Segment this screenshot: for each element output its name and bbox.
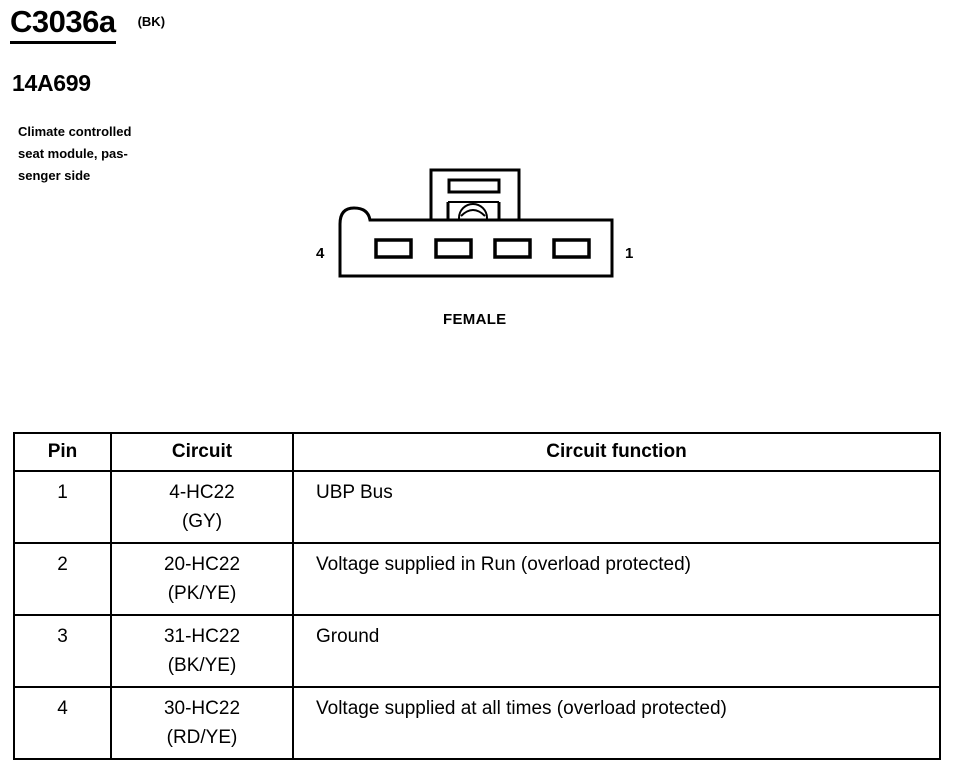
cell-circuit: 20-HC22 (PK/YE)	[110, 542, 294, 616]
connector-header: C3036a (BK)	[10, 4, 165, 44]
circuit-wire-color: (BK/YE)	[167, 655, 237, 676]
cell-circuit-function: Ground	[292, 614, 941, 688]
table-row: 4 30-HC22 (RD/YE) Voltage supplied at al…	[13, 686, 941, 760]
connector-id: C3036a	[10, 4, 116, 44]
connector-description: Climate controlled seat module, pas- sen…	[18, 121, 178, 187]
cell-circuit: 31-HC22 (BK/YE)	[110, 614, 294, 688]
connector-color-code: (BK)	[137, 14, 166, 29]
header-circuit: Circuit	[110, 432, 294, 472]
circuit-wire-color: (GY)	[181, 511, 223, 532]
connector-face-diagram: 4 1	[316, 168, 633, 278]
table-row: 1 4-HC22 (GY) UBP Bus	[13, 470, 941, 544]
pin-number-left: 4	[316, 245, 325, 262]
circuit-name: 4-HC22	[169, 482, 235, 503]
cell-circuit-function: Voltage supplied in Run (overload protec…	[292, 542, 941, 616]
header-circuit-function: Circuit function	[292, 432, 941, 472]
table-row: 3 31-HC22 (BK/YE) Ground	[13, 614, 941, 688]
cell-circuit-function: Voltage supplied at all times (overload …	[292, 686, 941, 760]
circuit-name: 30-HC22	[163, 698, 241, 719]
header-pin: Pin	[13, 432, 112, 472]
description-line: Climate controlled	[18, 124, 132, 139]
pin-cavity-3	[434, 238, 473, 259]
circuit-name: 31-HC22	[163, 626, 241, 647]
cell-pin: 2	[13, 542, 112, 616]
description-line: seat module, pas-	[18, 146, 128, 161]
cell-circuit-function: UBP Bus	[292, 470, 941, 544]
connector-body	[338, 206, 614, 278]
pin-table: Pin Circuit Circuit function 1 4-HC22 (G…	[13, 432, 941, 760]
cell-pin: 4	[13, 686, 112, 760]
pin-cavity-2	[493, 238, 532, 259]
pin-cavity-4	[374, 238, 413, 259]
circuit-name: 20-HC22	[163, 554, 241, 575]
cell-pin: 3	[13, 614, 112, 688]
description-line: senger side	[18, 168, 91, 183]
connector-latch	[429, 168, 521, 233]
pin-cavity-1	[552, 238, 591, 259]
circuit-wire-color: (RD/YE)	[166, 727, 238, 748]
table-header-row: Pin Circuit Circuit function	[13, 432, 941, 472]
circuit-wire-color: (PK/YE)	[167, 583, 237, 604]
part-number: 14A699	[12, 70, 91, 96]
cell-pin: 1	[13, 470, 112, 544]
cell-circuit: 4-HC22 (GY)	[110, 470, 294, 544]
table-row: 2 20-HC22 (PK/YE) Voltage supplied in Ru…	[13, 542, 941, 616]
connector-gender-label: FEMALE	[443, 311, 507, 328]
cell-circuit: 30-HC22 (RD/YE)	[110, 686, 294, 760]
pin-number-right: 1	[625, 245, 633, 262]
